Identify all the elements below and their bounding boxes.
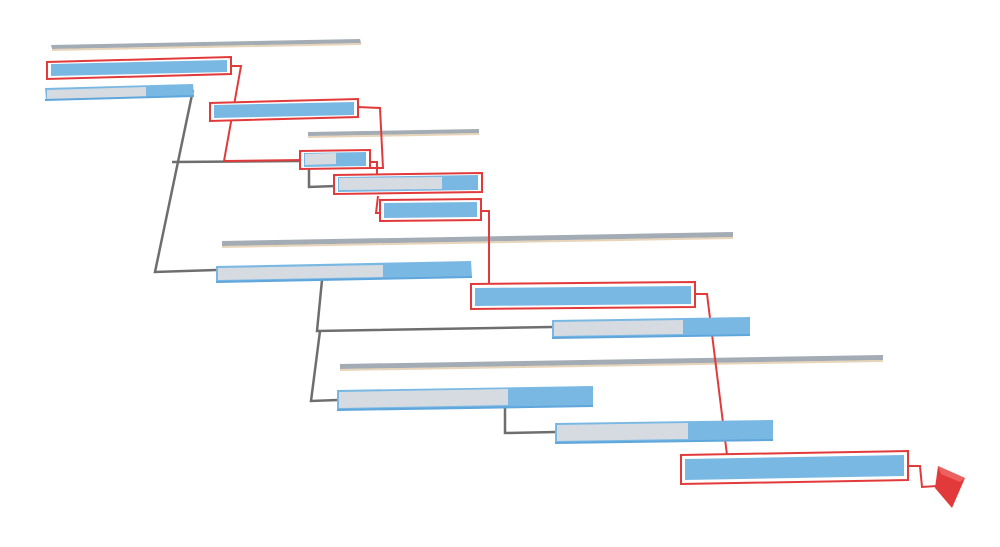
critical-connector [472,210,490,288]
summary-bar [340,355,883,371]
task-bar-2[interactable] [44,84,195,101]
connector-line [153,89,217,274]
task-bar-5[interactable] [333,171,483,196]
task-bars [44,55,909,486]
task-bar-7[interactable] [215,261,473,283]
task-bar-12[interactable] [680,449,909,486]
connector-line [309,330,339,403]
summary-bar [222,232,733,248]
task-bar-3[interactable] [209,97,359,123]
summary-bar [51,39,361,51]
summary-bars [51,39,883,371]
connector-line [307,167,337,189]
summary-bar [308,129,479,138]
task-bar-4[interactable] [299,148,371,171]
task-bar-8[interactable] [470,280,696,311]
connector-line [315,279,553,333]
task-bar-6[interactable] [379,197,482,223]
critical-connector [908,465,938,489]
task-bar-1[interactable] [46,55,232,81]
milestone-marker[interactable] [935,466,965,508]
connector-line [503,407,557,435]
dependency-connectors [153,89,557,435]
task-bar-9[interactable] [551,317,751,339]
task-bar-10[interactable] [336,386,594,411]
task-bar-11[interactable] [554,420,774,444]
